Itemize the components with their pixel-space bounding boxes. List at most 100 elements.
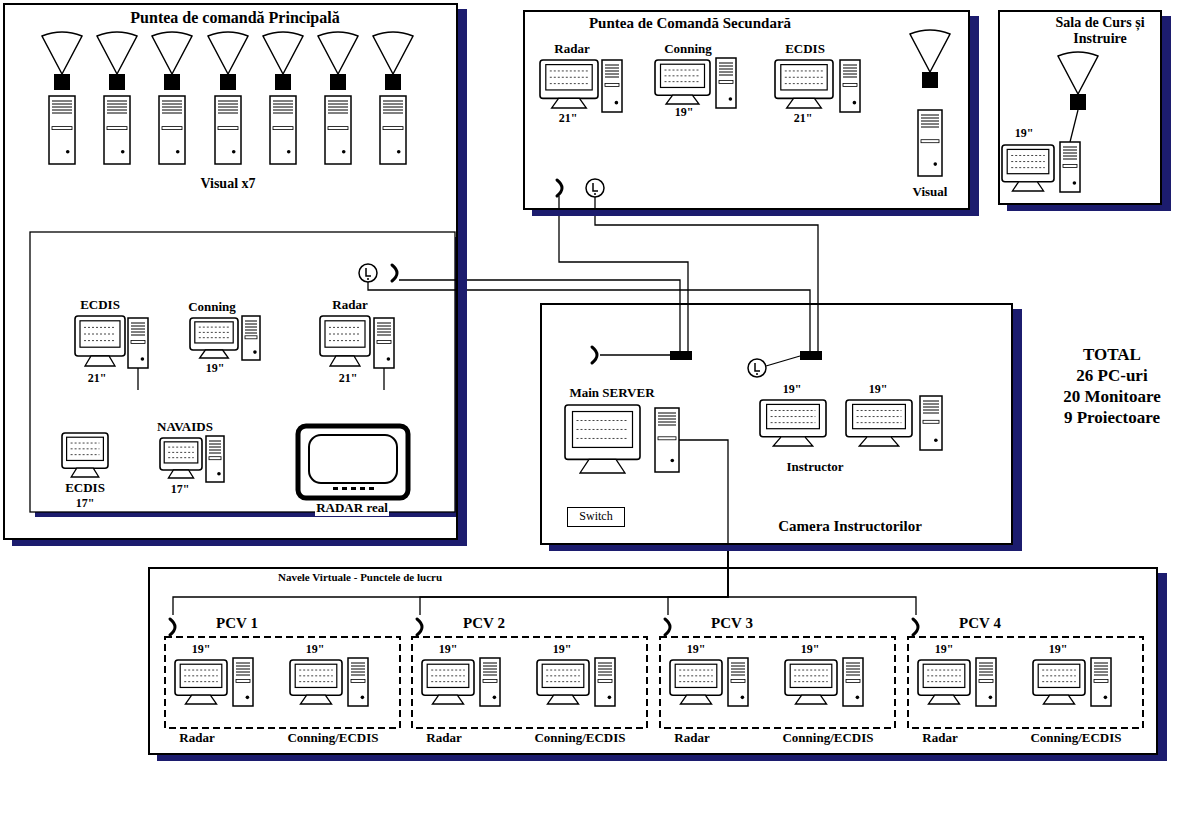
monitor-icon — [62, 433, 108, 477]
monitor-icon — [422, 660, 474, 704]
room-title: Puntea de comandă Principală — [129, 9, 340, 27]
computer-tower — [215, 96, 241, 164]
computer-tower — [159, 96, 185, 164]
computer-tower — [976, 658, 996, 706]
connector-line — [728, 545, 916, 615]
equipment-label: 17" — [170, 483, 191, 497]
equipment-label: 21" — [558, 112, 579, 126]
cable-line — [600, 355, 670, 356]
workstation-group-outline — [165, 637, 400, 728]
telephone-icon — [417, 619, 422, 635]
cable-line — [680, 303, 681, 351]
monitor-icon — [320, 316, 370, 366]
monitor-icon — [290, 660, 342, 704]
projector-icon — [910, 30, 950, 88]
virtual-ship: PCV 219"Radar19"Conning/ECDIS — [407, 615, 652, 751]
cable-line — [368, 282, 458, 290]
equipment-label: 19" — [686, 643, 707, 657]
cable-line — [679, 440, 728, 545]
monitor-icon — [1033, 660, 1085, 704]
monitor-icon — [540, 60, 598, 108]
console-panel — [30, 232, 460, 517]
connector-line — [458, 290, 810, 303]
workstation: 19" Radar — [170, 641, 270, 749]
projector-icon — [1058, 52, 1098, 110]
projector-icon — [208, 32, 248, 90]
monitor-icon — [565, 405, 640, 473]
equipment-label: 19" — [1014, 127, 1035, 141]
computer-tower — [480, 658, 500, 706]
computer-tower — [595, 658, 615, 706]
telephone-icon — [170, 619, 175, 635]
equipment-label: Conning — [187, 300, 237, 315]
equipment-label: PCV 4 — [958, 615, 1002, 632]
equipment-label: Conning/ECDIS — [781, 731, 874, 746]
telephone-icon — [913, 619, 918, 635]
cable-line — [384, 368, 385, 390]
connector-line — [559, 210, 688, 303]
group-caption: Visual x7 — [199, 176, 256, 192]
monitor-icon — [75, 316, 125, 366]
workstation: ECDIS 21" — [768, 38, 868, 130]
cable-line — [1070, 110, 1078, 142]
cable-line — [559, 196, 560, 210]
workstation: Conning 19" — [175, 298, 265, 380]
virtual-ships-area: Navele Virtuale - Punctele de lucruPCV 1… — [148, 567, 1158, 755]
monitor-icon — [1002, 145, 1054, 191]
equipment-label: PCV 2 — [462, 615, 506, 632]
equipment-label: ECDIS — [784, 42, 826, 57]
telephone-icon — [392, 265, 397, 281]
equipment-label: 21" — [338, 372, 359, 386]
projector-icon — [97, 32, 137, 90]
cable-line — [818, 303, 819, 351]
equipment-label: 19" — [191, 643, 212, 657]
computer-tower — [843, 658, 863, 706]
room-title: Puntea de Comandă Secundară — [588, 15, 792, 32]
equipment-label: Main SERVER — [568, 386, 655, 401]
computer-tower — [840, 60, 860, 112]
projector-icon — [152, 32, 192, 90]
total-note: 26 PC-uri — [1075, 366, 1148, 386]
cable-line — [399, 280, 458, 281]
equipment-label: Conning/ECDIS — [1029, 731, 1122, 746]
computer-tower — [270, 96, 296, 164]
server: Main SERVER — [558, 384, 683, 479]
equipment-label: RADAR real — [315, 501, 389, 516]
workstation: ECDIS17" — [56, 430, 118, 515]
equipment-label: 21" — [87, 372, 108, 386]
computer-tower — [1060, 142, 1080, 192]
equipment-label: Radar — [178, 731, 215, 746]
computer-tower — [602, 60, 622, 112]
monitor-icon — [175, 660, 227, 704]
equipment-label: PCV 1 — [215, 615, 259, 632]
workstation: 19"Conning/ECDIS — [275, 641, 403, 749]
computer-tower — [374, 318, 394, 368]
computer-tower — [233, 658, 253, 706]
workstation: 19" Conning/ECDIS — [770, 641, 898, 749]
equipment-label: 21" — [793, 112, 814, 126]
workstation: Conning 19" — [640, 38, 745, 118]
equipment-label: 19" — [205, 362, 226, 376]
equipment-label: 19" — [800, 643, 821, 657]
connector-line — [668, 545, 728, 615]
bridge-room: Puntea de comandă PrincipalăECDIS21"Conn… — [3, 3, 458, 540]
equipment-label: NAVAIDS — [156, 420, 214, 435]
room-title: Sala de Curs și Instruire — [1043, 15, 1157, 47]
instructor-room: Camera InstructorilorMain SERVERSwitch19… — [540, 303, 1013, 545]
projector-icon — [263, 32, 303, 90]
radio-icon — [359, 264, 377, 282]
equipment-label: Conning — [663, 42, 713, 57]
room-title: Camera Instructorilor — [777, 518, 923, 535]
equipment-label: 19" — [674, 106, 695, 120]
monitor-icon — [775, 60, 833, 108]
workstation: 19"Conning/ECDIS — [522, 641, 650, 749]
workstation: ECDIS21" — [70, 298, 155, 390]
workstation-group-outline — [908, 637, 1143, 728]
computer-tower — [918, 110, 942, 176]
connector-line — [458, 280, 680, 303]
equipment-label: 19" — [868, 383, 889, 397]
computer-tower — [380, 96, 406, 164]
computer-tower — [49, 96, 75, 164]
computer-tower — [128, 318, 148, 368]
